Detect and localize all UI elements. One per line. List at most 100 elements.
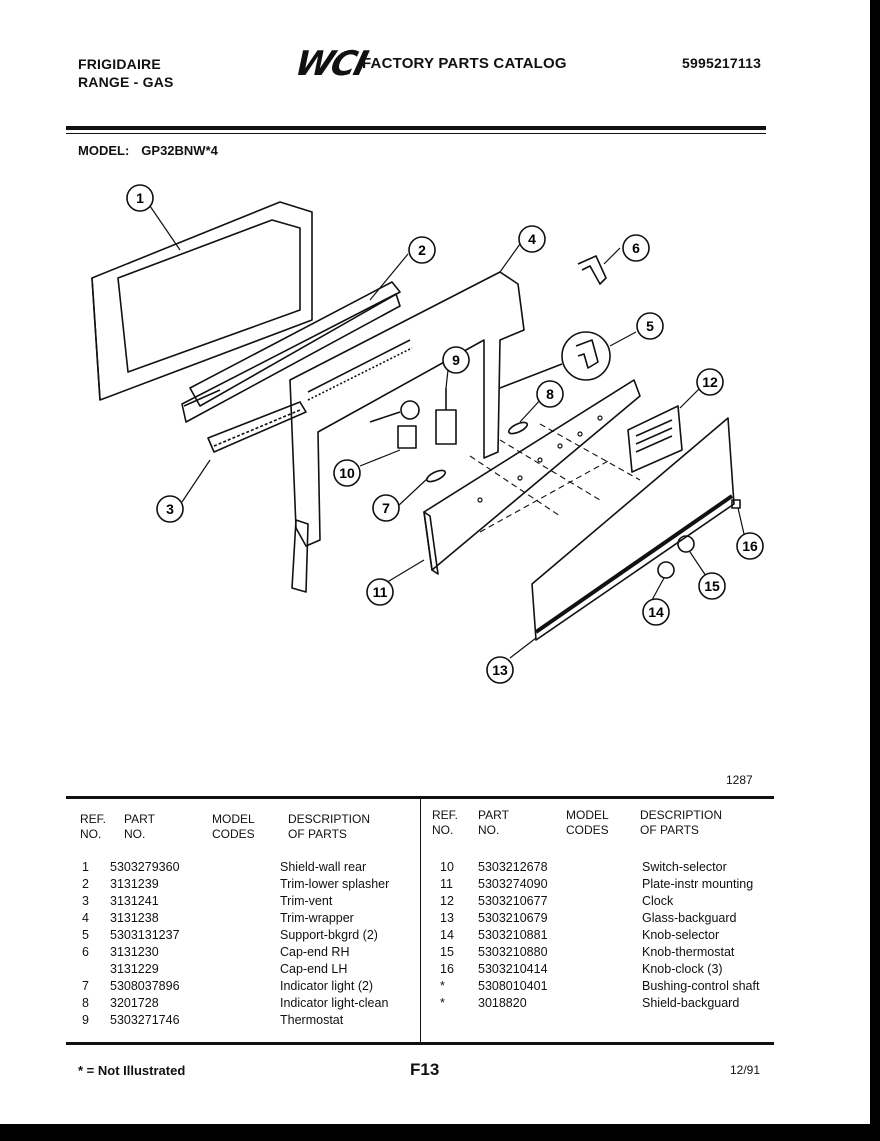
cell-ref: 4 <box>82 911 89 925</box>
svg-text:11: 11 <box>373 584 388 600</box>
figure-code: 1287 <box>726 773 753 787</box>
cell-part: 5303212678 <box>478 860 548 874</box>
model-number: GP32BNW*4 <box>141 143 218 158</box>
cell-ref: 1 <box>82 860 89 874</box>
part-switch-selector <box>369 400 420 449</box>
cell-part: 3018820 <box>478 996 527 1010</box>
part-indicator-light <box>425 469 447 483</box>
part-cap-end <box>577 255 607 285</box>
not-illustrated-legend: * = Not Illustrated <box>78 1063 186 1078</box>
part-indicator-light-clean <box>507 421 529 435</box>
part-knob-selector <box>657 561 675 579</box>
svg-text:2: 2 <box>418 242 426 258</box>
svg-text:4: 4 <box>528 231 536 247</box>
catalog-title: FACTORY PARTS CATALOG <box>362 55 567 72</box>
header-rule-thin <box>66 133 766 134</box>
cell-part: 5303210881 <box>478 928 548 942</box>
brand-block: FRIGIDAIRE RANGE - GAS <box>78 55 174 91</box>
callout-14: 14 <box>642 598 670 626</box>
cell-part: 5308010401 <box>478 979 548 993</box>
part-knob-clock <box>731 499 741 509</box>
svg-text:9: 9 <box>452 352 460 368</box>
cell-desc: Trim-lower splasher <box>280 877 390 891</box>
brand-name: FRIGIDAIRE <box>78 56 161 72</box>
cell-desc: Glass-backguard <box>642 911 737 925</box>
cell-ref: 11 <box>440 877 453 891</box>
cell-desc: Thermostat <box>280 1013 344 1027</box>
model-label: MODEL: <box>78 143 130 158</box>
cell-part: 5303271746 <box>110 1013 180 1027</box>
svg-text:3: 3 <box>166 501 174 517</box>
svg-text:7: 7 <box>382 500 390 516</box>
cell-desc: Trim-vent <box>280 894 333 908</box>
cell-part: 5303279360 <box>110 860 180 874</box>
cell-desc: Trim-wrapper <box>280 911 354 925</box>
page-number: F13 <box>410 1060 440 1079</box>
cell-ref: 2 <box>82 877 89 891</box>
cell-ref: 15 <box>440 945 454 959</box>
cell-part: 3201728 <box>110 996 159 1010</box>
cell-desc: Cap-end RH <box>280 945 350 959</box>
part-shield-wall-rear <box>91 201 313 401</box>
callout-2: 2 <box>408 236 436 264</box>
cell-ref: 6 <box>82 945 89 959</box>
cell-desc: Indicator light (2) <box>280 979 374 993</box>
callout-11: 11 <box>366 578 394 606</box>
cell-desc: Knob-selector <box>642 928 720 942</box>
part-glass-backguard <box>531 417 735 641</box>
cell-desc: Knob-clock (3) <box>642 962 723 976</box>
model-line: MODEL: GP32BNW*4 <box>78 143 230 158</box>
cell-part: 5303210679 <box>478 911 548 925</box>
part-trim-wrapper <box>289 271 525 593</box>
callout-9: 9 <box>442 346 470 374</box>
cell-desc: Plate-instr mounting <box>642 877 754 891</box>
cell-part: 5303131237 <box>110 928 180 942</box>
cell-desc: Knob-thermostat <box>642 945 735 959</box>
cell-desc: Switch-selector <box>642 860 727 874</box>
cell-part: 3131230 <box>110 945 159 959</box>
callout-6: 6 <box>622 234 650 262</box>
svg-text:6: 6 <box>632 240 640 256</box>
cell-desc: Shield-wall rear <box>280 860 367 874</box>
header-rule-thick <box>66 126 766 130</box>
part-plate-instr-mounting <box>423 379 641 575</box>
cell-part: 3131241 <box>110 894 159 908</box>
cell-part: 3131238 <box>110 911 159 925</box>
callout-12: 12 <box>696 368 724 396</box>
parts-catalog-page: FRIGIDAIRE RANGE - GAS WCI FACTORY PARTS… <box>0 0 870 1124</box>
table-column-divider <box>420 799 421 1044</box>
part-trim-lower-splasher <box>181 281 401 423</box>
cell-ref: 16 <box>440 962 454 976</box>
cell-desc: Indicator light-clean <box>280 996 389 1010</box>
part-trim-vent <box>207 401 307 453</box>
cell-ref: * <box>440 979 445 993</box>
part-thermostat <box>435 388 457 445</box>
header-ref-right: REF.NO. <box>432 808 459 837</box>
cell-ref: 14 <box>440 928 454 942</box>
cell-desc: Bushing-control shaft <box>642 979 760 993</box>
cell-part: 5303210880 <box>478 945 548 959</box>
cell-part: 5303210677 <box>478 894 548 908</box>
cell-ref: * <box>440 996 445 1010</box>
svg-text:5: 5 <box>646 318 654 334</box>
cell-ref: 8 <box>82 996 89 1010</box>
table-top-rule <box>66 796 774 799</box>
header-ref-left: REF.NO. <box>80 812 107 841</box>
cell-desc: Support-bkgrd (2) <box>280 928 378 942</box>
callout-16: 16 <box>736 532 764 560</box>
callout-15: 15 <box>698 572 726 600</box>
cell-ref: 5 <box>82 928 89 942</box>
table-bottom-rule <box>66 1042 774 1045</box>
callout-8: 8 <box>536 380 564 408</box>
cell-ref: 7 <box>82 979 89 993</box>
callout-13: 13 <box>486 656 514 684</box>
svg-text:14: 14 <box>648 604 664 620</box>
svg-text:10: 10 <box>339 465 355 481</box>
